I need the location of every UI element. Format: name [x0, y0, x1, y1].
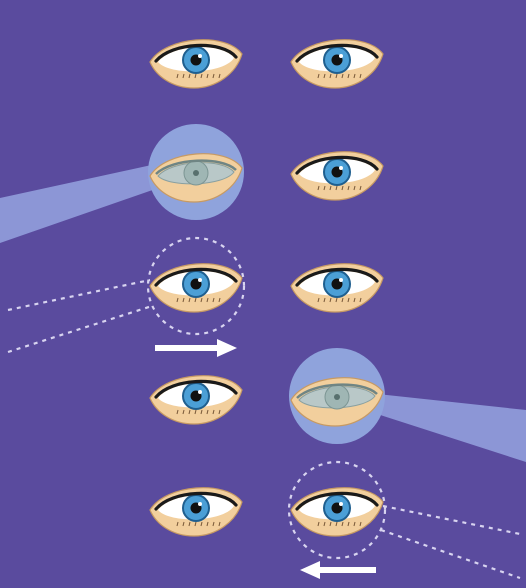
eye-highlight	[339, 54, 343, 58]
eye-highlight	[198, 390, 202, 394]
eye-highlight	[198, 278, 202, 282]
eye-highlight	[339, 166, 343, 170]
eye-highlight	[339, 502, 343, 506]
pupil	[334, 394, 340, 400]
eye-highlight	[198, 502, 202, 506]
pupil	[193, 170, 199, 176]
eye-highlight	[198, 54, 202, 58]
eye-highlight	[339, 278, 343, 282]
